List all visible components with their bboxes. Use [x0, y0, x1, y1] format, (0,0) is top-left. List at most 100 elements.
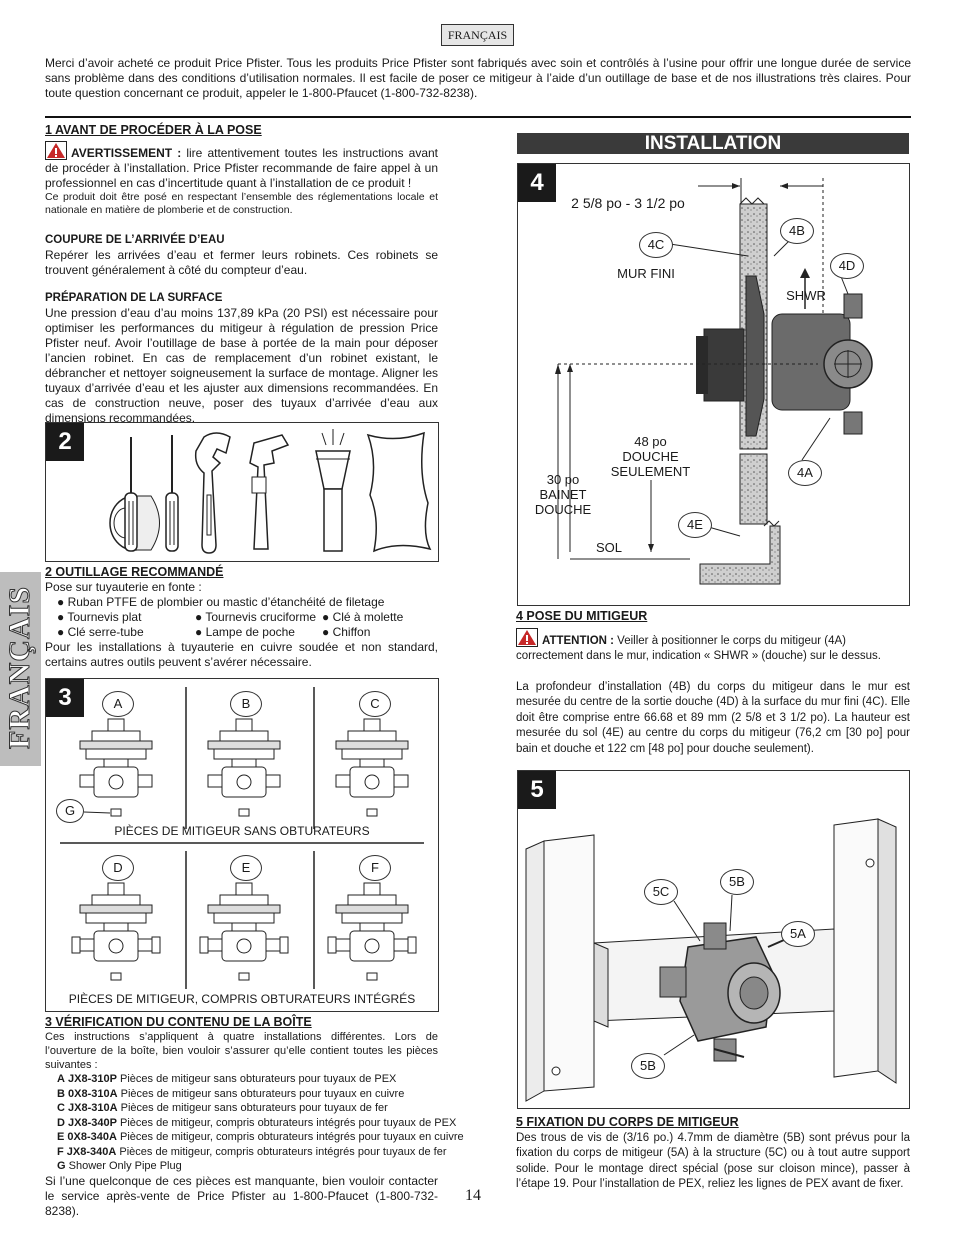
depth-label: 2 5/8 po - 3 1/2 po [571, 195, 685, 211]
part-description: Pièces de mitigeur sans obturateurs pour… [117, 1102, 388, 1114]
part-letter: B [57, 1087, 65, 1100]
page-number: 14 [465, 1187, 481, 1204]
tools-outro: Pour les installations à tuyauterie en c… [45, 640, 438, 669]
tub-height-label: 30 po BAINET DOUCHE [534, 472, 592, 517]
section-1-title: 1 AVANT DE PROCÉDER À LA POSE [45, 123, 262, 137]
callout-d: D [102, 855, 134, 881]
part-description: Pièces de mitigeur sans obturateurs pour… [117, 1087, 405, 1100]
valve-kit-f [327, 882, 417, 981]
callout-5a: 5A [781, 921, 815, 947]
callout-4a: 4A [788, 460, 822, 486]
valve-kit-e [199, 882, 289, 981]
callout-5b-bottom: 5B [631, 1053, 665, 1079]
section-2-title: 2 OUTILLAGE RECOMMANDÉ [45, 565, 224, 579]
figure-4-number: 4 [518, 164, 556, 202]
part-letter: D [57, 1116, 65, 1129]
callout-4d: 4D [830, 253, 864, 279]
water-shutoff-title: COUPURE DE L’ARRIVÉE D’EAU [45, 234, 225, 246]
section-5-title: 5 FIXATION DU CORPS DE MITIGEUR [516, 1115, 739, 1129]
part-letter: G [57, 1160, 66, 1172]
section-2: 2 OUTILLAGE RECOMMANDÉ Pose sur tuyauter… [45, 565, 438, 670]
warning-label: AVERTISSEMENT : [71, 146, 182, 160]
phillips-screwdriver-icon [165, 435, 179, 552]
part-code: JX8-340A [66, 1145, 117, 1158]
callout-5c: 5C [644, 879, 678, 905]
parts-list-item: C JX8-310A Pièces de mitigeur sans obtur… [57, 1101, 438, 1116]
sidebar-label: FRANÇAIS [3, 585, 37, 749]
code-note: Ce produit doit être posé en respectant … [45, 191, 438, 216]
section-1: 1 AVANT DE PROCÉDER À LA POSE AVERTISSEM… [45, 123, 438, 426]
section-3-intro: Ces instructions s’appliquent à quatre i… [45, 1031, 438, 1071]
section-4-title: 4 POSE DU MITIGEUR [516, 609, 648, 623]
tool-item: ● Tournevis plat [57, 610, 142, 624]
shwr-label: SHWR [786, 288, 826, 303]
part-description: Pièces de mitigeur, compris obturateurs … [116, 1116, 457, 1129]
callout-c: C [359, 691, 391, 717]
valve-kit-c [335, 718, 409, 817]
section-3-title: 3 VÉRIFICATION DU CONTENU DE LA BOÎTE [45, 1015, 312, 1029]
flat-screwdriver-icon [124, 437, 138, 552]
callout-f: F [359, 855, 391, 881]
finished-wall-label: MUR FINI [617, 266, 675, 281]
parts-list-item: E 0X8-340A Pièces de mitigeur, compris o… [57, 1130, 464, 1145]
section-3: 3 VÉRIFICATION DU CONTENU DE LA BOÎTE Ce… [45, 1015, 464, 1219]
section-5-body: Des trous de vis de (3/16 po.) 4.7mm de … [516, 1131, 910, 1191]
parts-list-item: D JX8-340P Pièces de mitigeur, compris o… [57, 1116, 456, 1131]
water-shutoff-text: Repérer les arrivées d’eau et fermer leu… [45, 248, 438, 277]
adjustable-wrench-icon [194, 432, 231, 554]
callout-5b-top: 5B [720, 869, 754, 895]
part-description: Pièces de mitigeur, compris obturateurs … [116, 1131, 464, 1143]
callout-a: A [102, 691, 134, 717]
warning-icon [45, 141, 67, 160]
tool-item: ● Ruban PTFE de plombier ou mastic d’éta… [57, 595, 385, 609]
figure-2-number: 2 [46, 423, 84, 461]
mounting-diagram [525, 818, 897, 1102]
section-5: 5 FIXATION DU CORPS DE MITIGEUR Des trou… [516, 1115, 910, 1193]
part-code: JX8-340P [68, 1116, 117, 1129]
tool-item: ● Chiffon [322, 625, 371, 639]
rough-in-diagram [555, 178, 873, 585]
parts-list-item: G Shower Only Pipe Plug [57, 1159, 438, 1174]
tool-item: ● Tournevis cruciforme [195, 610, 317, 624]
tools-intro: Pose sur tuyauterie en fonte : [45, 580, 202, 594]
language-tab: FRANÇAIS [441, 24, 514, 46]
valve-kit-d [71, 882, 161, 981]
parts-list-item: F JX8-340A Pièces de mitigeur, compris o… [57, 1145, 447, 1160]
part-description: Pièces de mitigeur, compris obturateurs … [116, 1145, 447, 1158]
surface-prep-title: PRÉPARATION DE LA SURFACE [45, 292, 223, 304]
callout-4e: 4E [678, 512, 712, 538]
figure-5-mounting: 5 5C 5B 5A 5B [517, 770, 910, 1109]
callout-4c: 4C [639, 232, 673, 258]
section-4: 4 POSE DU MITIGEUR ATTENTION : Veiller à… [516, 609, 910, 757]
tool-item: ● Clé à molette [322, 610, 404, 624]
pipe-wrench-icon [249, 434, 290, 550]
header-divider [45, 116, 911, 118]
figure-3-parts: 3 A B C D E F G PIÈCES DE MITIGEUR SANS … [45, 678, 439, 1012]
part-code: JX8-310A [68, 1102, 118, 1114]
shower-height-label: 48 po DOUCHE SEULEMENT [610, 434, 691, 479]
parts-list-item: A JX8-310P Pièces de mitigeur sans obtur… [57, 1072, 438, 1087]
part-code: 0X8-310A [68, 1087, 118, 1100]
figure-3-number: 3 [46, 679, 84, 717]
floor-label: SOL [595, 540, 622, 555]
section-4-body: La profondeur d’installation (4B) du cor… [516, 680, 910, 755]
part-letter: F [57, 1145, 64, 1158]
part-letter: C [57, 1102, 65, 1114]
figure-4-rough-in: 4 [517, 163, 910, 606]
language-sidebar: FRANÇAIS [0, 572, 41, 766]
part-description: Shower Only Pipe Plug [68, 1160, 182, 1172]
parts-list-item: B 0X8-310A Pièces de mitigeur sans obtur… [57, 1087, 438, 1102]
attention-label: ATTENTION : [542, 634, 614, 647]
tool-item: ● Clé serre-tube [57, 625, 144, 639]
valve-kit-a [79, 718, 153, 817]
section-3-outro: Si l’une quelconque de ces pièces est ma… [45, 1173, 438, 1218]
installation-header: INSTALLATION [517, 133, 909, 154]
warning-icon [516, 627, 538, 647]
part-letter: A [57, 1073, 65, 1085]
part-description: Pièces de mitigeur sans obturateurs pour… [116, 1073, 397, 1085]
flashlight-icon [315, 429, 351, 552]
part-code: 0X8-340A [67, 1131, 117, 1143]
callout-g: G [56, 799, 84, 823]
tool-item: ● Lampe de poche [195, 625, 295, 639]
figure-5-number: 5 [518, 771, 556, 809]
